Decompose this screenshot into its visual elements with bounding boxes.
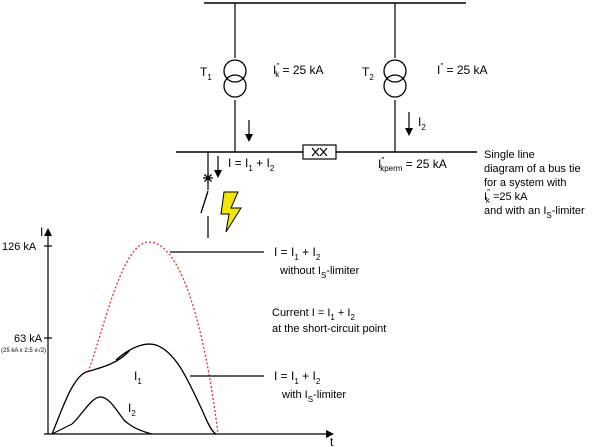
- curve-i1: [51, 349, 131, 435]
- description-line: Single line: [484, 149, 535, 161]
- t1-label: T1: [200, 65, 212, 82]
- peak-value-label: 126 kA: [2, 241, 37, 253]
- current-time-chart: [44, 228, 334, 438]
- is-limiter-icon: [302, 144, 337, 160]
- transformer-icon: [382, 58, 408, 100]
- annotation-short-circuit-point: Current I = I1 + I2: [272, 307, 355, 322]
- annotation-with-limiter-note: with IS-limiter: [281, 389, 346, 404]
- x-axis-label: t: [330, 435, 334, 447]
- curve-i1-label: I1: [134, 369, 142, 386]
- annotation-without-limiter-note: without IS-limiter: [279, 265, 360, 280]
- description-line: for a system with: [484, 177, 567, 189]
- mid-value-note: (25 kA x 2.5 x√2): [1, 347, 46, 354]
- t2-short-circuit-current: I″ = 25 kA: [437, 62, 488, 77]
- curve-i2-start: [51, 423, 73, 435]
- description-line: diagram of a bus tie: [484, 163, 581, 175]
- description-line: and with an IS-limiter: [484, 205, 585, 220]
- annotation-short-circuit-point-note: at the short-circuit point: [272, 323, 386, 335]
- diagram-description: Single line diagram of a bus tie for a s…: [484, 149, 585, 220]
- transformer-icon: [222, 58, 248, 100]
- t2-label: T2: [362, 65, 374, 82]
- annotation-without-limiter: I = I1 + I2: [274, 245, 321, 262]
- annotation-with-limiter: I = I1 + I2: [274, 369, 321, 386]
- bus-current-label: I = I1 + I2: [228, 156, 275, 173]
- curve-without-limiter: [87, 241, 219, 435]
- description-line: I″k =25 kA: [484, 188, 528, 205]
- curve-i2: [71, 396, 153, 435]
- t1-short-circuit-current: I″k = 25 kA: [273, 62, 324, 79]
- short-circuit-icon: [203, 173, 213, 183]
- curve-i2-label: I2: [128, 401, 136, 418]
- i2-label: I2: [418, 115, 426, 132]
- curve-with-limiter: [115, 343, 217, 435]
- y-axis-label: I: [40, 225, 43, 239]
- mid-value-label: 63 kA: [14, 333, 43, 345]
- fault-switch: [200, 183, 209, 238]
- lightning-bolt-icon: [220, 191, 242, 233]
- single-line-diagram: [176, 2, 477, 238]
- kperm-current-label: I″kperm = 25 kA: [378, 156, 447, 173]
